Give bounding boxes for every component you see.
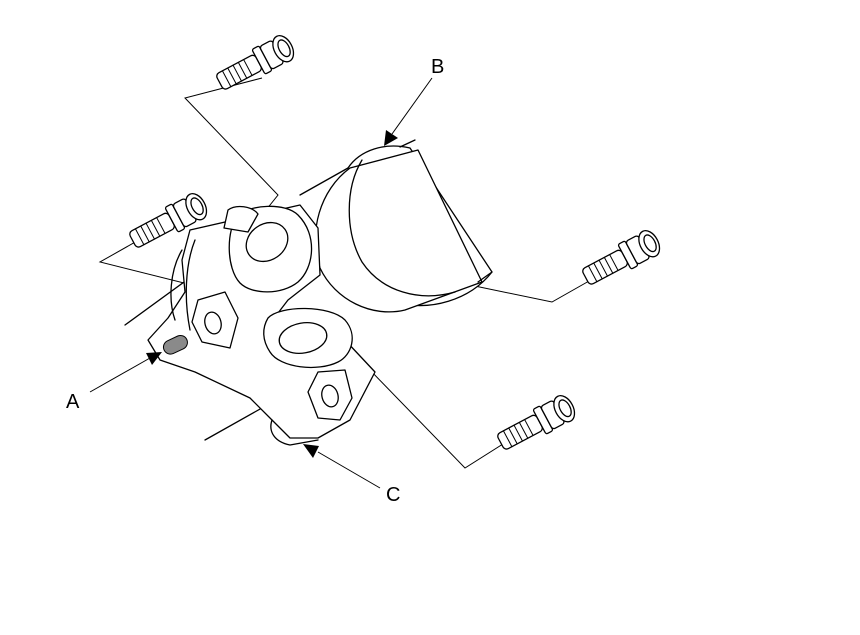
- callout-a-label: A: [66, 391, 80, 413]
- arrow-a-icon: [146, 352, 162, 365]
- bolt-top: [216, 35, 295, 90]
- left-bolt-hole: [191, 291, 239, 349]
- bolt-right: [582, 230, 661, 285]
- bolt-left: [129, 193, 208, 248]
- right-bolt-hole: [307, 369, 353, 421]
- callout-a: A: [66, 352, 162, 413]
- arrow-b-icon: [384, 130, 398, 146]
- callout-b-label: B: [431, 56, 444, 78]
- bracket-assembly: [147, 139, 493, 446]
- lower-boss: [263, 307, 353, 369]
- callout-b: B: [384, 56, 444, 146]
- callout-c: C: [303, 444, 400, 506]
- dowel-pin: [162, 334, 188, 355]
- callout-c-label: C: [386, 484, 400, 506]
- bolt-bottom: [497, 395, 576, 450]
- bearing-sleeve: [314, 139, 493, 313]
- arrow-c-icon: [303, 444, 319, 458]
